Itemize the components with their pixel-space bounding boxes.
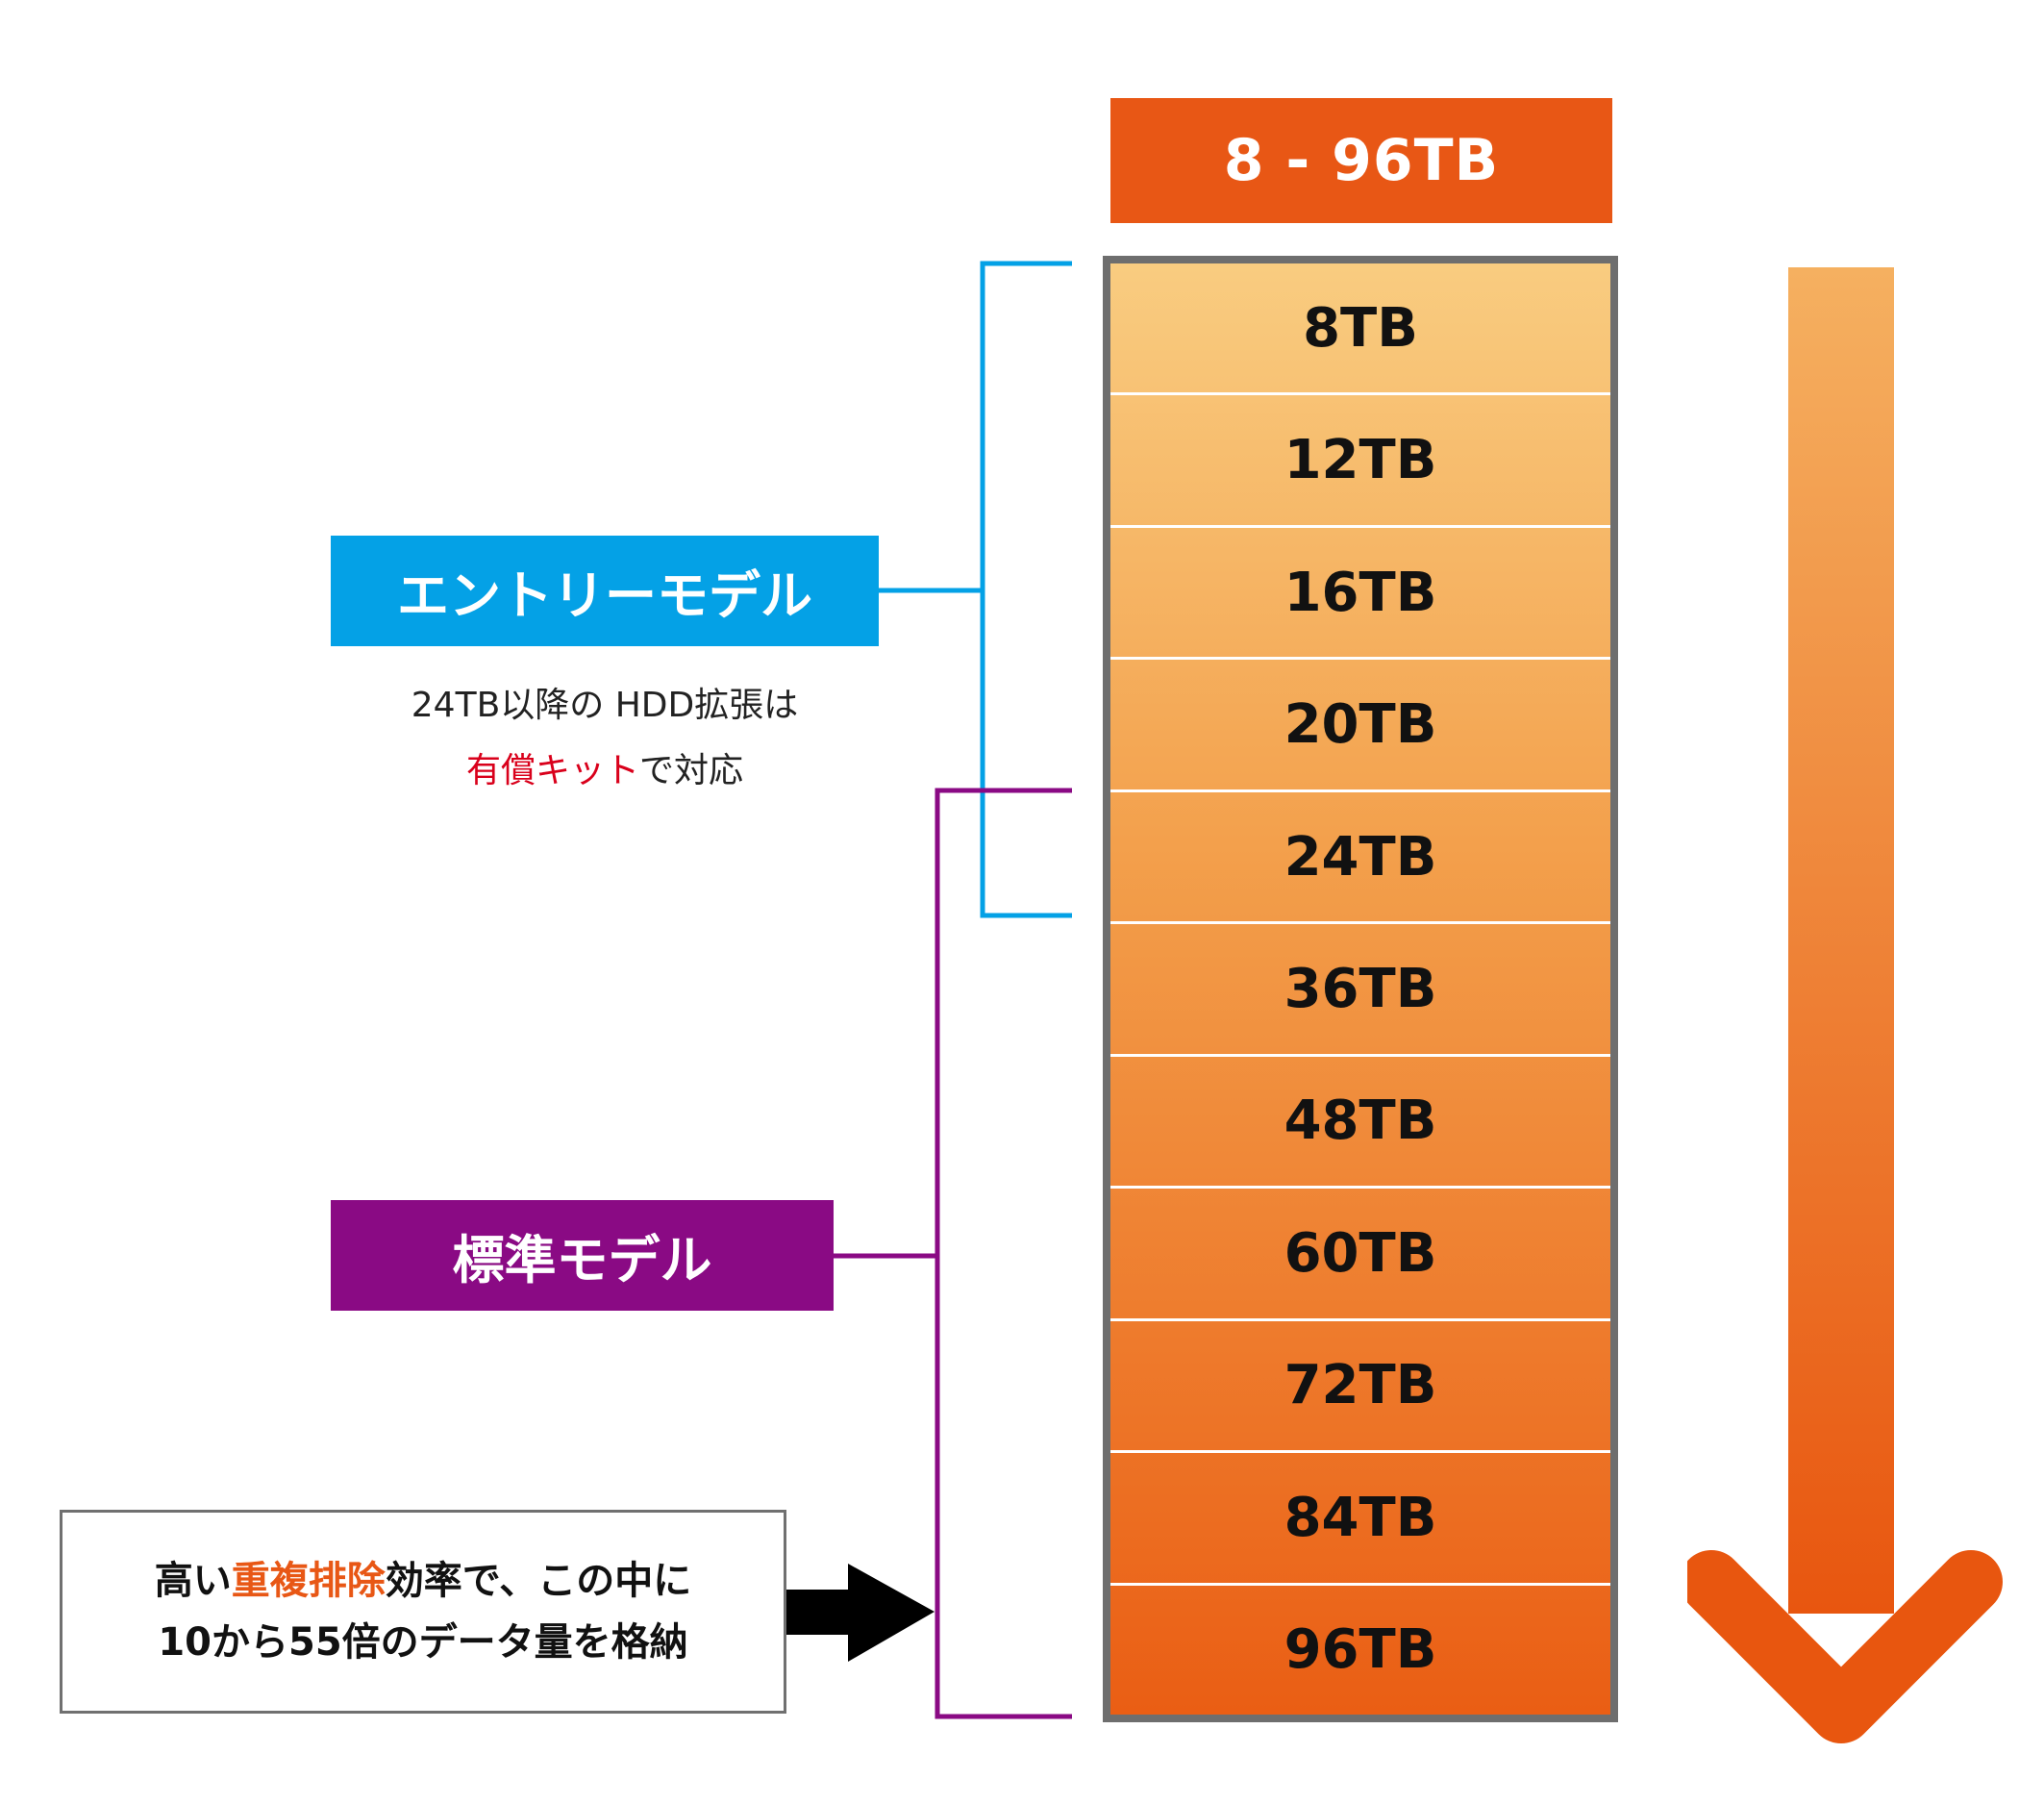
- capacity-range-title: 8 - 96TB: [1110, 98, 1612, 223]
- paid-kit-highlight: 有償キット: [465, 751, 639, 790]
- capacity-row: 96TB: [1110, 1582, 1610, 1715]
- callout-line-1: 高い重複排除効率で、この中に: [155, 1550, 691, 1612]
- down-arrow-icon: [1687, 267, 2003, 1743]
- capacity-row: 8TB: [1303, 296, 1418, 360]
- entry-note-line-1: 24TB以降の HDD拡張は: [411, 686, 799, 725]
- entry-note-line-2: 有償キットで対応: [331, 739, 879, 804]
- capacity-row: 16TB: [1110, 524, 1610, 657]
- standard-model-label: 標準モデル: [331, 1200, 834, 1311]
- entry-note-line-2-rest: で対応: [639, 751, 744, 790]
- callout-arrow-icon: [786, 1564, 935, 1662]
- capacity-row: 24TB: [1110, 789, 1610, 921]
- capacity-row: 20TB: [1110, 657, 1610, 789]
- dedup-highlight: 重複排除: [231, 1559, 386, 1603]
- callout-line-1-prefix: 高い: [154, 1559, 232, 1603]
- dedup-callout-box: 高い重複排除効率で、この中に 10から55倍のデータ量を格納: [60, 1510, 786, 1714]
- callout-line-1-suffix: 効率で、この中に: [385, 1559, 692, 1603]
- capacity-row: 48TB: [1110, 1053, 1610, 1186]
- capacity-row: 12TB: [1110, 392, 1610, 524]
- capacity-row: 60TB: [1110, 1186, 1610, 1317]
- entry-model-label: エントリーモデル: [331, 536, 879, 646]
- capacity-row: 36TB: [1110, 921, 1610, 1053]
- entry-model-bracket: [879, 261, 1072, 918]
- callout-line-2: 10から55倍のデータ量を格納: [158, 1620, 688, 1665]
- standard-model-bracket: [834, 788, 1072, 1719]
- entry-model-note: 24TB以降の HDD拡張は 有償キットで対応: [331, 673, 879, 804]
- capacity-row: 84TB: [1110, 1450, 1610, 1582]
- capacity-row: 72TB: [1110, 1317, 1610, 1450]
